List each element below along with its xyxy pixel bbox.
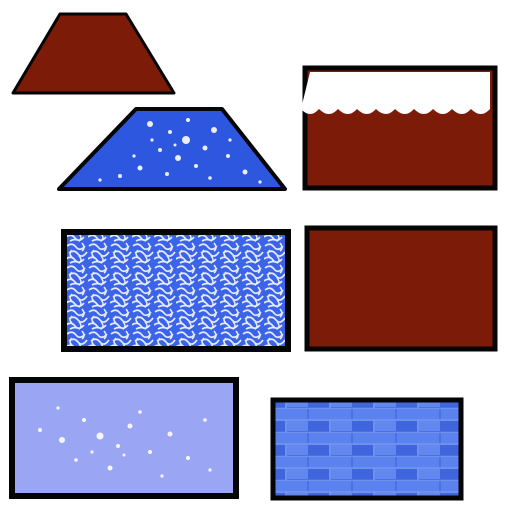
brick-textured-blue-rectangle-piece[interactable] (270, 397, 464, 501)
speckled-blue-trapezoid-piece[interactable] (57, 107, 287, 191)
brown-rectangle-piece[interactable] (304, 225, 498, 352)
brown-trapezoid-piece[interactable] (11, 12, 176, 95)
scalloped-brown-rectangle-piece[interactable] (301, 65, 498, 191)
speckled-lavender-rectangle-piece[interactable] (9, 377, 239, 499)
maze-pattern-blue-rectangle-piece[interactable] (61, 229, 291, 352)
